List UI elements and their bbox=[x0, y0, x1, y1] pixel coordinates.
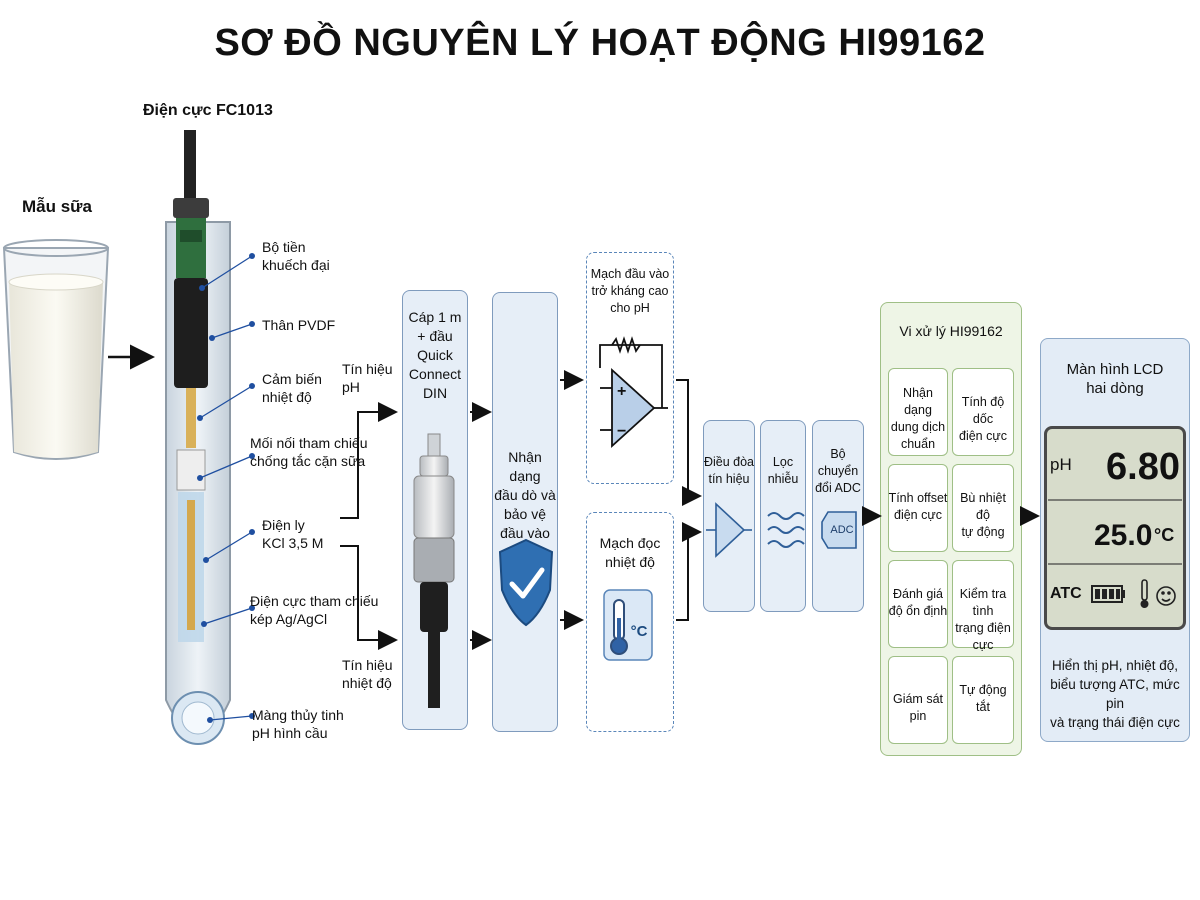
electrode-title: Điện cực FC1013 bbox=[143, 102, 273, 119]
processor-cell bbox=[888, 368, 948, 456]
smiley-icon bbox=[1156, 586, 1176, 606]
thermometer-icon bbox=[603, 589, 653, 661]
electrode-part-label: Màng thủy tinh pH hình cầu bbox=[252, 707, 344, 741]
electrode-icon bbox=[165, 130, 231, 745]
temp-signal-label: Tín hiệu nhiệt độ bbox=[342, 657, 393, 691]
adc-chip-text: ADC bbox=[830, 524, 854, 536]
processor-cell bbox=[888, 560, 948, 648]
processor-cell bbox=[888, 464, 948, 552]
electrode-part-label: Cảm biến nhiệt độ bbox=[262, 371, 322, 405]
page-title: SƠ ĐỒ NGUYÊN LÝ HOẠT ĐỘNG HI99162 bbox=[214, 22, 986, 64]
temp-unit-label: °C bbox=[630, 623, 648, 640]
electrode-part-label: Điện cực tham chiếu kép Ag/AgCl bbox=[250, 593, 379, 627]
filter-box bbox=[760, 420, 806, 612]
conditioning-label: Điều đòa tín hiệu bbox=[703, 455, 755, 486]
processor-cell-label: Kiểm tra tình trạng điện cực bbox=[955, 587, 1011, 652]
processor-cell-label: Tính offset điện cực bbox=[888, 491, 948, 522]
lcd-atc-label: ATC bbox=[1050, 585, 1082, 602]
electrode-part-label: Bộ tiền khuếch đại bbox=[262, 239, 330, 273]
cable-label: Cáp 1 m + đầu Quick Connect DIN bbox=[408, 309, 462, 401]
lcd-screen bbox=[1044, 426, 1186, 630]
callout-dots bbox=[197, 253, 255, 723]
display-title: Màn hình LCD hai dòng bbox=[1066, 361, 1164, 397]
electrode-part-label: Điện ly KCl 3,5 M bbox=[262, 517, 324, 551]
lcd-ph-label: pH bbox=[1050, 455, 1072, 474]
electrode-part-label: Mối nối tham chiếu chống tắc cặn sữa bbox=[250, 435, 368, 469]
processor-cell-label: Bù nhiệt độ tự động bbox=[960, 491, 1006, 539]
amplifier-icon bbox=[706, 502, 752, 558]
filter-label: Lọc nhiễu bbox=[767, 455, 799, 486]
processor-cell-label: Đánh giá độ ổn định bbox=[888, 587, 948, 618]
processor-cell bbox=[952, 464, 1014, 552]
shield-icon bbox=[498, 538, 554, 627]
processor-cell-label: Giám sát pin bbox=[892, 692, 943, 723]
opamp-icon bbox=[599, 336, 668, 449]
signal-routes bbox=[340, 370, 1040, 650]
adc-chip-icon bbox=[821, 511, 857, 549]
filter-wave-icon bbox=[767, 512, 805, 548]
processor-cell-label: Nhận dạng dung dịch chuẩn bbox=[890, 386, 946, 451]
ph-signal-label: Tín hiệu pH bbox=[342, 361, 393, 395]
processor-cell bbox=[952, 368, 1014, 456]
milk-glass-icon bbox=[2, 239, 110, 460]
input-protection-box bbox=[492, 292, 558, 732]
opamp-minus-sign: − bbox=[617, 423, 626, 440]
din-connector-icon bbox=[413, 433, 455, 708]
adc-label: Bộ chuyển đổi ADC bbox=[815, 447, 861, 495]
battery-icon bbox=[1091, 585, 1125, 603]
high-impedance-label: Mạch đầu vào trở kháng cao cho pH bbox=[590, 267, 670, 315]
lcd-temp-unit: °C bbox=[1154, 525, 1175, 545]
electrode-part-label: Thân PVDF bbox=[262, 317, 336, 333]
processor-cell-label: Tính độ dốc điện cực bbox=[959, 395, 1007, 443]
display-caption: Hiển thị pH, nhiệt độ, biểu tượng ATC, m… bbox=[1050, 658, 1180, 730]
processor-title: Vi xử lý HI99162 bbox=[899, 323, 1003, 339]
processor-cell bbox=[888, 656, 948, 744]
opamp-plus-sign: + bbox=[617, 383, 626, 400]
lcd-thermometer-icon bbox=[1140, 579, 1149, 608]
processor-cell-label: Tự động tắt bbox=[959, 683, 1007, 714]
sample-label: Mẫu sữa bbox=[22, 197, 92, 216]
lcd-ph-value: 6.80 bbox=[1106, 446, 1180, 488]
input-protection-label: Nhận dạng đầu dò và bảo vệ đầu vào bbox=[494, 449, 556, 541]
temp-circuit-label: Mạch đọc nhiệt độ bbox=[599, 535, 661, 570]
lcd-dividers bbox=[1048, 499, 1182, 565]
processor-cell bbox=[952, 560, 1014, 648]
lcd-temp-value: 25.0 bbox=[1094, 519, 1153, 552]
electrode-callouts bbox=[199, 255, 253, 721]
processor-cell bbox=[952, 656, 1014, 744]
